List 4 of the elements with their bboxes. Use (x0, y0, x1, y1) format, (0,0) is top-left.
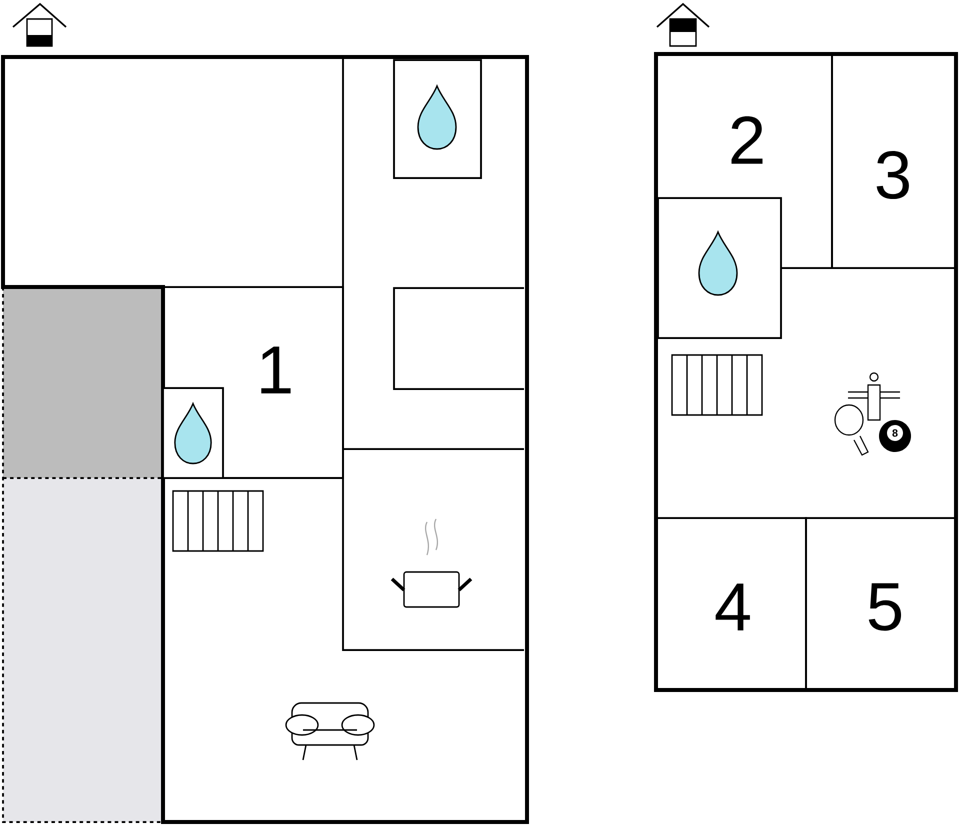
room: 1 (162, 286, 344, 479)
room: 4 (655, 517, 807, 691)
room: 5 (805, 517, 957, 691)
room: 3 (831, 53, 957, 269)
